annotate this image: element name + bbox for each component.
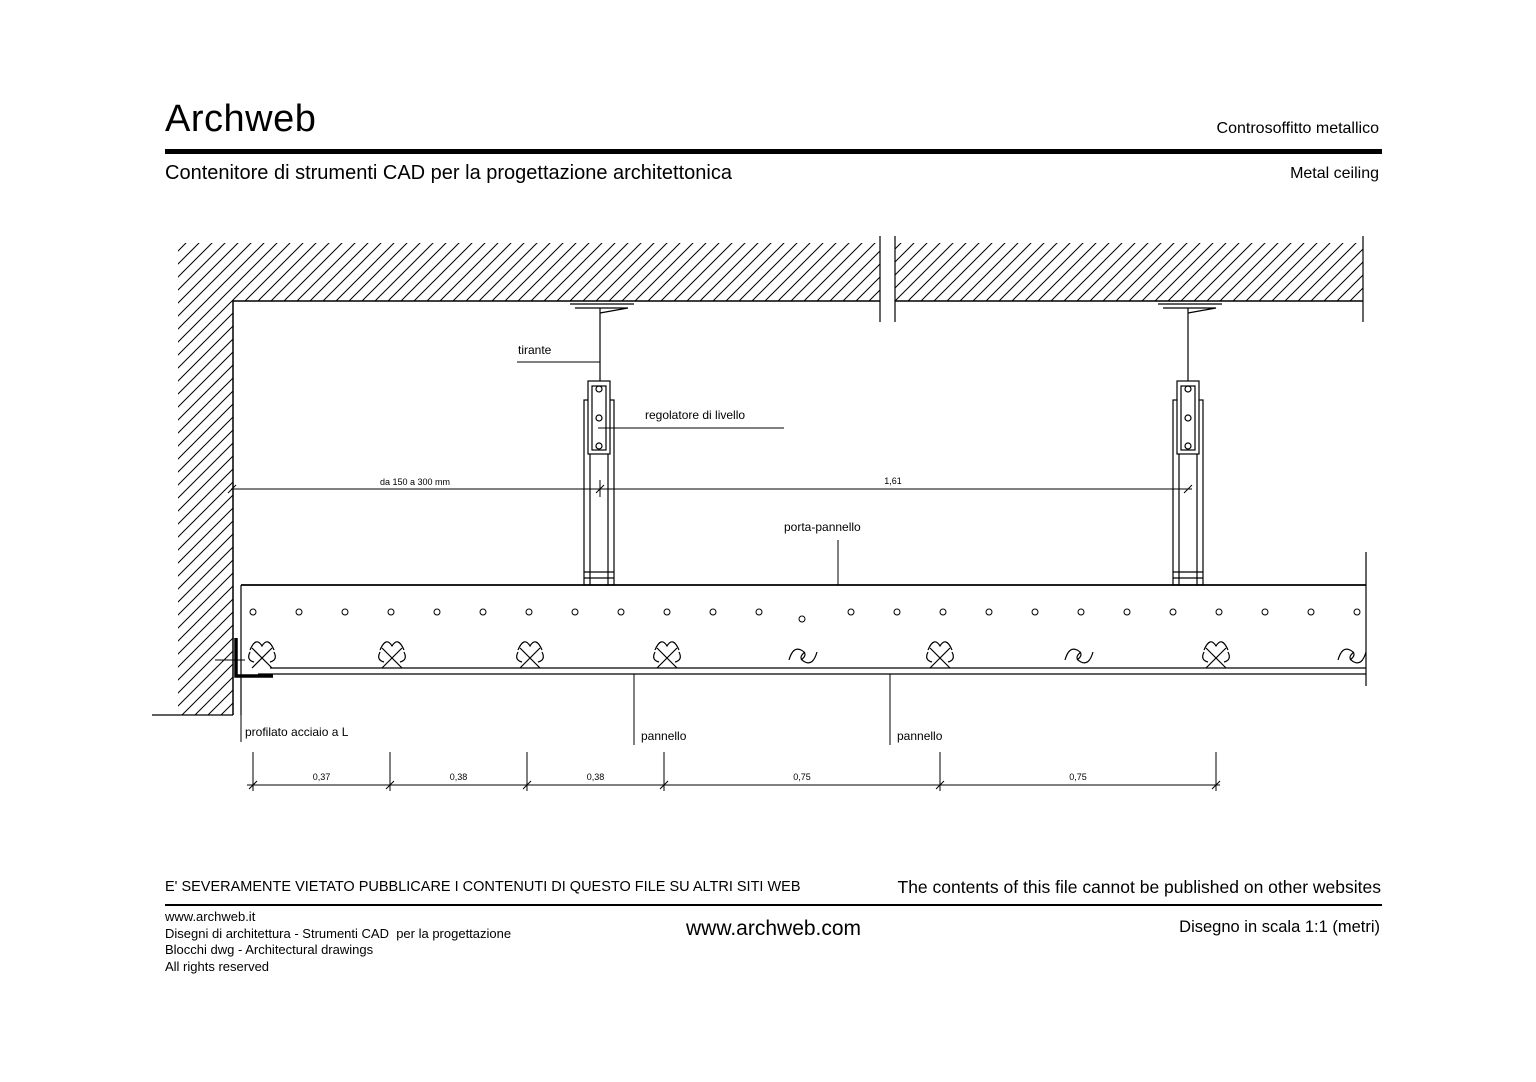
carrier-hole <box>985 608 993 616</box>
panel-hook <box>788 648 818 664</box>
carrier-hole <box>1215 608 1223 616</box>
brand-logo-text: Archweb <box>165 98 317 140</box>
carrier-hole <box>893 608 901 616</box>
dim-label: 0,37 <box>313 772 331 782</box>
label-regolatore: regolatore di livello <box>645 408 745 422</box>
panel-hook <box>1337 648 1367 664</box>
drawing-title-italian: Controsoffitto metallico <box>1216 120 1379 137</box>
carrier-hole <box>1077 608 1085 616</box>
carrier-hole <box>341 608 349 616</box>
carrier-hole <box>1169 608 1177 616</box>
dim-hanger-spacing: 1,61 <box>884 476 902 486</box>
footer-rule <box>165 904 1382 906</box>
leader-lines <box>240 361 891 745</box>
carrier-hole <box>755 608 763 616</box>
dim-label: 0,75 <box>1069 772 1087 782</box>
dim-label: 0,38 <box>450 772 468 782</box>
steel-angle <box>215 638 273 678</box>
carrier-hole <box>617 608 625 616</box>
dim-wall-to-hanger: da 150 a 300 mm <box>380 477 450 487</box>
panel-joint <box>1202 641 1230 669</box>
dim-label: 0,75 <box>793 772 811 782</box>
subtitle: Contenitore di strumenti CAD per la prog… <box>165 162 732 184</box>
label-pannello-1: pannello <box>641 729 687 743</box>
credits-block: www.archweb.it Disegni di architettura -… <box>165 909 511 975</box>
slab-and-wall <box>152 236 1364 716</box>
panel-joint <box>378 641 406 669</box>
label-pannello-2: pannello <box>897 729 943 743</box>
carrier-hole <box>847 608 855 616</box>
dim-tick <box>385 780 395 790</box>
dim-tick <box>659 780 669 790</box>
website-link[interactable]: www.archweb.com <box>686 917 862 940</box>
bottom-dimension-line <box>247 752 1221 791</box>
carrier-hole <box>249 608 257 616</box>
panel-joint <box>516 641 544 669</box>
carrier-hole <box>1031 608 1039 616</box>
carrier-hole <box>1123 608 1131 616</box>
carrier-hole <box>1261 608 1269 616</box>
dim-tick <box>522 780 532 790</box>
warning-english: The contents of this file cannot be publ… <box>897 877 1382 897</box>
dim-tick <box>935 780 945 790</box>
carrier-hole <box>295 608 303 616</box>
scale-note: Disegno in scala 1:1 (metri) <box>1179 918 1380 936</box>
panel-hook <box>1064 648 1094 664</box>
drawing-title-english: Metal ceiling <box>1290 165 1379 182</box>
carrier-hole <box>479 608 487 616</box>
carrier-hole <box>1307 608 1315 616</box>
header-rule <box>165 149 1382 154</box>
panel-joint <box>926 641 954 669</box>
credits-line: All rights reserved <box>165 958 270 974</box>
credits-line: Disegni di architettura - Strumenti CAD … <box>165 925 512 941</box>
carrier-hole <box>433 608 441 616</box>
credits-line: Blocchi dwg - Architectural drawings <box>165 942 374 957</box>
carrier-hole <box>525 608 533 616</box>
credits-line: www.archweb.it <box>165 909 256 924</box>
carrier-hole <box>939 608 947 616</box>
panel-joint <box>653 641 681 669</box>
hanger-1 <box>570 303 634 586</box>
warning-italian: E' SEVERAMENTE VIETATO PUBBLICARE I CONT… <box>165 879 801 895</box>
carrier-hole <box>387 608 395 616</box>
carrier-hole <box>709 608 717 616</box>
carrier-hole <box>663 608 671 616</box>
dim-tick <box>1211 780 1221 790</box>
carrier-hole <box>571 608 579 616</box>
panel-carrier <box>240 552 1367 715</box>
carrier-hole <box>1353 608 1361 616</box>
top-dimension-line <box>227 480 1193 497</box>
dim-tick <box>248 780 258 790</box>
label-porta-pannello: porta-pannello <box>784 520 861 534</box>
hanger-2 <box>1158 303 1222 586</box>
panel-joint <box>248 641 276 669</box>
label-profilato: profilato acciaio a L <box>245 725 349 739</box>
label-tirante: tirante <box>518 343 552 357</box>
dim-label: 0,38 <box>587 772 605 782</box>
